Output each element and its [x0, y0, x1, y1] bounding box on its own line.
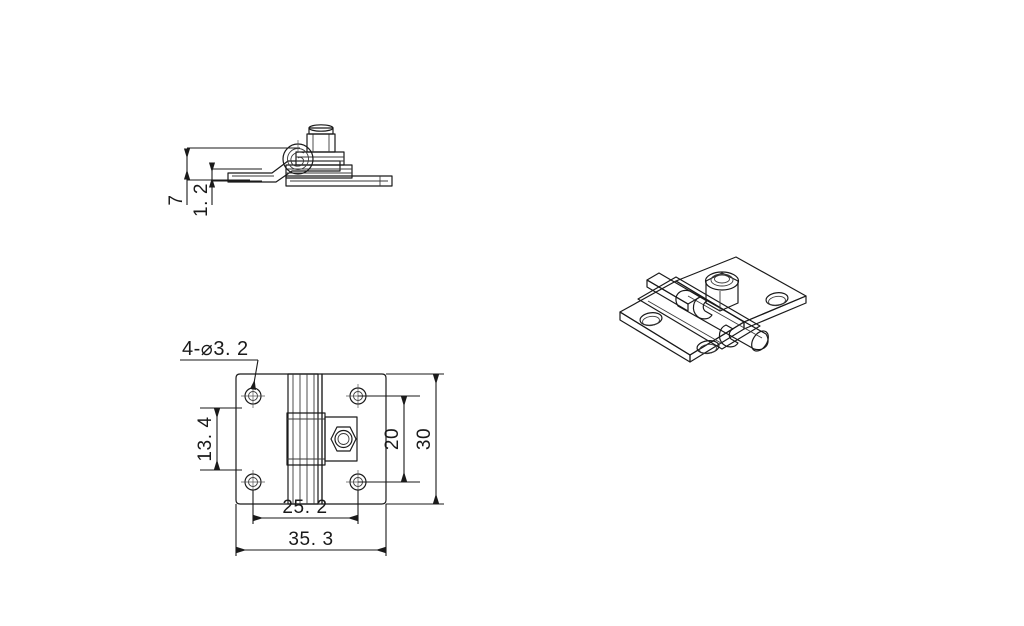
callout-leader [249, 359, 259, 391]
iso-barrel-pin [675, 289, 769, 351]
plan-hex-nut [330, 426, 357, 452]
iso-right-plate-top [675, 256, 807, 323]
plan-right-leaf [321, 373, 387, 505]
dim-label-25-2: 25. 2 [282, 497, 327, 518]
plan-nut-bore-inner [337, 433, 350, 445]
iso-pin-highlight [687, 295, 763, 339]
dim-label-30: 30 [414, 428, 435, 450]
plan-nut-boss [324, 416, 358, 462]
side-left-leaf [227, 160, 341, 183]
iso-right-plate-edge [743, 295, 807, 330]
iso-knuckle-band-right [718, 324, 739, 348]
side-knuckle-spiral [290, 151, 305, 167]
iso-nut-top-face [704, 271, 740, 291]
dim-label-13-4: 13. 4 [195, 416, 216, 461]
plan-view: 4-⌀3. 2 13. 4 20 30 25. 2 35. 3 [180, 338, 444, 556]
iso-left-plate-top [619, 280, 745, 356]
dim-label-20: 20 [382, 428, 403, 450]
callout-label-hole: 4-⌀3. 2 [182, 338, 249, 360]
iso-knuckle-band-left [692, 296, 713, 320]
side-nut-cap-top [308, 124, 334, 132]
side-right-leaf [285, 175, 393, 187]
iso-hole-right [765, 292, 789, 307]
plan-barrel-strip [287, 373, 323, 505]
iso-nut-bore [710, 273, 734, 287]
side-elevation-view: 7 1. 2 [166, 124, 393, 217]
dim-label-1-2: 1. 2 [191, 183, 212, 217]
dim-label-35-3: 35. 3 [288, 529, 333, 550]
plan-left-leaf [235, 373, 319, 505]
iso-hole-bottom [696, 340, 720, 355]
side-nut-cap [308, 127, 334, 135]
iso-nut-bore-inner [714, 274, 730, 284]
side-hex-nut [306, 133, 336, 153]
iso-hole-left [639, 312, 663, 327]
iso-leaf-ridge [637, 276, 761, 350]
iso-ridge-line [647, 300, 729, 348]
iso-hex-nut-body [705, 272, 739, 312]
iso-pin-end-cap [751, 330, 769, 352]
hole-callout: 4-⌀3. 2 [180, 338, 259, 391]
plan-nut-bore-outer [334, 429, 353, 449]
isometric-3d-view [619, 256, 807, 363]
dim-label-7: 7 [166, 194, 187, 205]
